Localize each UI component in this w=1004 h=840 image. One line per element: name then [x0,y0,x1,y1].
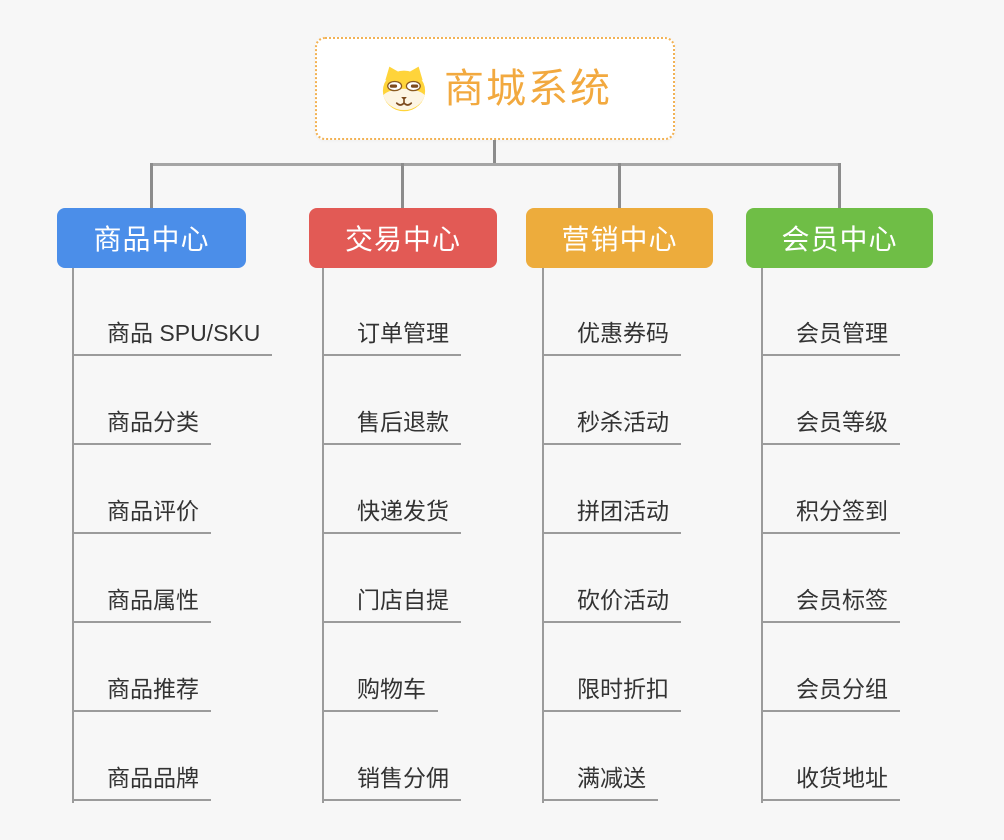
leaf-node[interactable]: 限时折扣 [544,678,681,712]
leaf-node[interactable]: 商品分类 [74,411,211,445]
connector-drop-product [150,163,153,208]
leaf-node[interactable]: 秒杀活动 [544,411,681,445]
leaf-node[interactable]: 商品属性 [74,589,211,623]
branch-node-trade-center[interactable]: 交易中心 [309,208,497,268]
root-node-mall-system[interactable]: 商城系统 [315,37,675,140]
connector-root-stem [493,140,496,166]
leaf-node[interactable]: 会员分组 [763,678,900,712]
dog-face-icon [382,66,426,112]
leaf-node[interactable]: 快递发货 [324,500,461,534]
leaf-node[interactable]: 会员等级 [763,411,900,445]
branch-label: 交易中心 [344,224,461,255]
branch-node-marketing-center[interactable]: 营销中心 [526,208,713,268]
leaf-node[interactable]: 满减送 [544,767,658,801]
branch-column-product-center: 商品 SPU/SKU 商品分类 商品评价 商品属性 商品推荐 商品品牌 [72,268,273,803]
branch-node-product-center[interactable]: 商品中心 [57,208,246,268]
leaf-node[interactable]: 会员标签 [763,589,900,623]
leaf-node[interactable]: 优惠券码 [544,322,681,356]
root-title: 商城系统 [444,66,612,111]
connector-drop-marketing [618,163,621,208]
leaf-node[interactable]: 销售分佣 [324,767,461,801]
branch-node-member-center[interactable]: 会员中心 [746,208,933,268]
leaf-node[interactable]: 收货地址 [763,767,900,801]
branch-column-marketing-center: 优惠券码 秒杀活动 拼团活动 砍价活动 限时折扣 满减送 [542,268,681,803]
leaf-node[interactable]: 商品评价 [74,500,211,534]
leaf-node[interactable]: 商品推荐 [74,678,211,712]
leaf-node[interactable]: 积分签到 [763,500,900,534]
branch-label: 会员中心 [781,224,898,255]
branch-column-trade-center: 订单管理 售后退款 快递发货 门店自提 购物车 销售分佣 [322,268,461,803]
branch-column-member-center: 会员管理 会员等级 积分签到 会员标签 会员分组 收货地址 [761,268,900,803]
leaf-node[interactable]: 售后退款 [324,411,461,445]
leaf-node[interactable]: 门店自提 [324,589,461,623]
leaf-node[interactable]: 订单管理 [324,322,461,356]
leaf-node[interactable]: 购物车 [324,678,438,712]
connector-horizontal-bar [150,163,841,166]
connector-drop-member [838,163,841,208]
leaf-node[interactable]: 商品 SPU/SKU [74,322,273,356]
branch-label: 营销中心 [561,224,678,255]
leaf-node[interactable]: 会员管理 [763,322,900,356]
leaf-node[interactable]: 商品品牌 [74,767,211,801]
leaf-node[interactable]: 砍价活动 [544,589,681,623]
connector-drop-trade [401,163,404,208]
leaf-node[interactable]: 拼团活动 [544,500,681,534]
branch-label: 商品中心 [93,224,210,255]
